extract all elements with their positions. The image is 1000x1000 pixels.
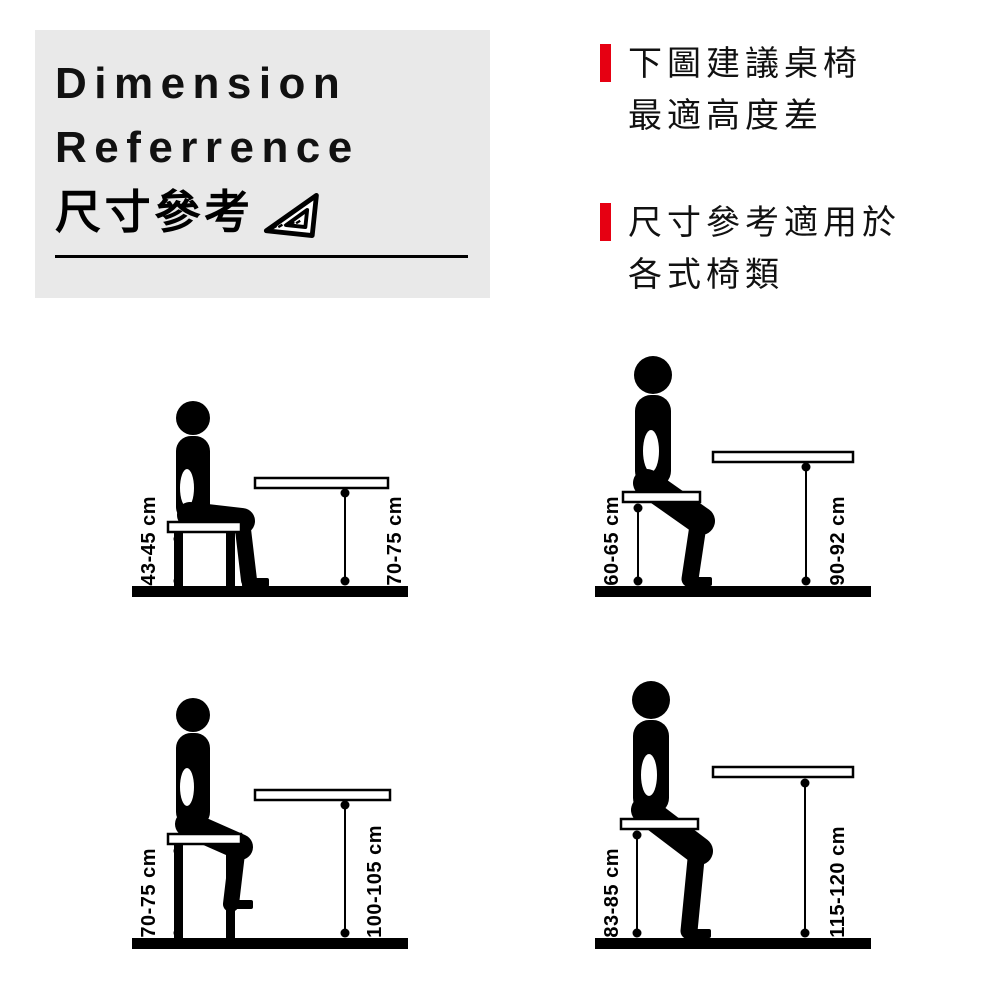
- note-applies-to-all-chairs: 尺寸參考適用於 各式椅類: [600, 197, 901, 301]
- seat-height-label: 60-65 cm: [601, 496, 623, 586]
- note-line: 最適高度差: [628, 97, 823, 135]
- figure-panel-mid-chair: 60-65 cm 90-92 cm: [593, 323, 873, 603]
- title-chinese-row: 尺寸參考: [55, 182, 490, 242]
- red-accent-bar: [600, 44, 611, 82]
- desk-height-label: 90-92 cm: [827, 496, 849, 586]
- desk-height-label: 100-105 cm: [364, 825, 386, 938]
- note-text: 下圖建議桌椅 最適高度差: [628, 38, 862, 142]
- desk-surface: [253, 788, 392, 802]
- chair-legs: [174, 532, 235, 588]
- seated-person-figure: [176, 401, 269, 588]
- chair-seat: [166, 520, 243, 534]
- floor-line: [595, 938, 871, 949]
- set-square-ruler-icon: [259, 186, 322, 247]
- red-accent-bar: [600, 203, 611, 241]
- title-underline: [55, 255, 468, 258]
- figure-panel-bar-chair: 83-85 cm 115-120 cm: [593, 675, 873, 955]
- seat-height-label: 70-75 cm: [138, 848, 160, 938]
- title-english-line2: Referrence: [55, 123, 360, 172]
- desk-surface: [711, 765, 855, 779]
- title-chinese: 尺寸參考: [55, 186, 254, 238]
- desk-height-dimension-line: [800, 778, 810, 938]
- seat-height-dimension-line: [633, 503, 643, 586]
- desk-height-label: 70-75 cm: [384, 496, 406, 586]
- note-line: 尺寸參考適用於: [628, 204, 901, 242]
- seat-height-label: 83-85 cm: [601, 848, 623, 938]
- chair-seat: [166, 832, 243, 846]
- seated-person-figure: [175, 698, 253, 912]
- desk-height-dimension-line: [340, 488, 350, 586]
- figure-panel-high-chair: 70-75 cm 100-105 cm: [130, 675, 410, 955]
- note-desk-chair-height-gap: 下圖建議桌椅 最適高度差: [600, 38, 862, 142]
- note-line: 下圖建議桌椅: [628, 45, 862, 83]
- title-box: Dimension Referrence 尺寸參考: [35, 30, 490, 298]
- seated-person-diagram: [132, 698, 408, 949]
- note-text: 尺寸參考適用於 各式椅類: [628, 197, 901, 301]
- seated-person-diagram: [132, 401, 408, 597]
- seated-person-diagram: [595, 681, 871, 949]
- floor-line: [132, 938, 408, 949]
- seat-height-dimension-line: [173, 846, 183, 938]
- title-english-line1: Dimension: [55, 59, 348, 108]
- chair-seat: [619, 817, 700, 831]
- floor-line: [132, 586, 408, 597]
- seated-person-figure: [631, 681, 713, 940]
- figure-panel-low-chair: 43-45 cm 70-75 cm: [130, 323, 410, 603]
- seated-person-diagram: [595, 356, 871, 597]
- desk-height-dimension-line: [340, 800, 350, 938]
- note-line: 各式椅類: [628, 256, 784, 294]
- desk-height-dimension-line: [801, 462, 811, 586]
- floor-line: [595, 586, 871, 597]
- desk-surface: [253, 476, 390, 490]
- seated-person-figure: [633, 356, 715, 588]
- seat-height-dimension-line: [173, 534, 183, 586]
- seat-height-label: 43-45 cm: [138, 496, 160, 586]
- desk-surface: [711, 450, 855, 464]
- chair-seat: [621, 490, 702, 504]
- seat-height-dimension-line: [632, 830, 642, 938]
- desk-height-label: 115-120 cm: [827, 826, 849, 938]
